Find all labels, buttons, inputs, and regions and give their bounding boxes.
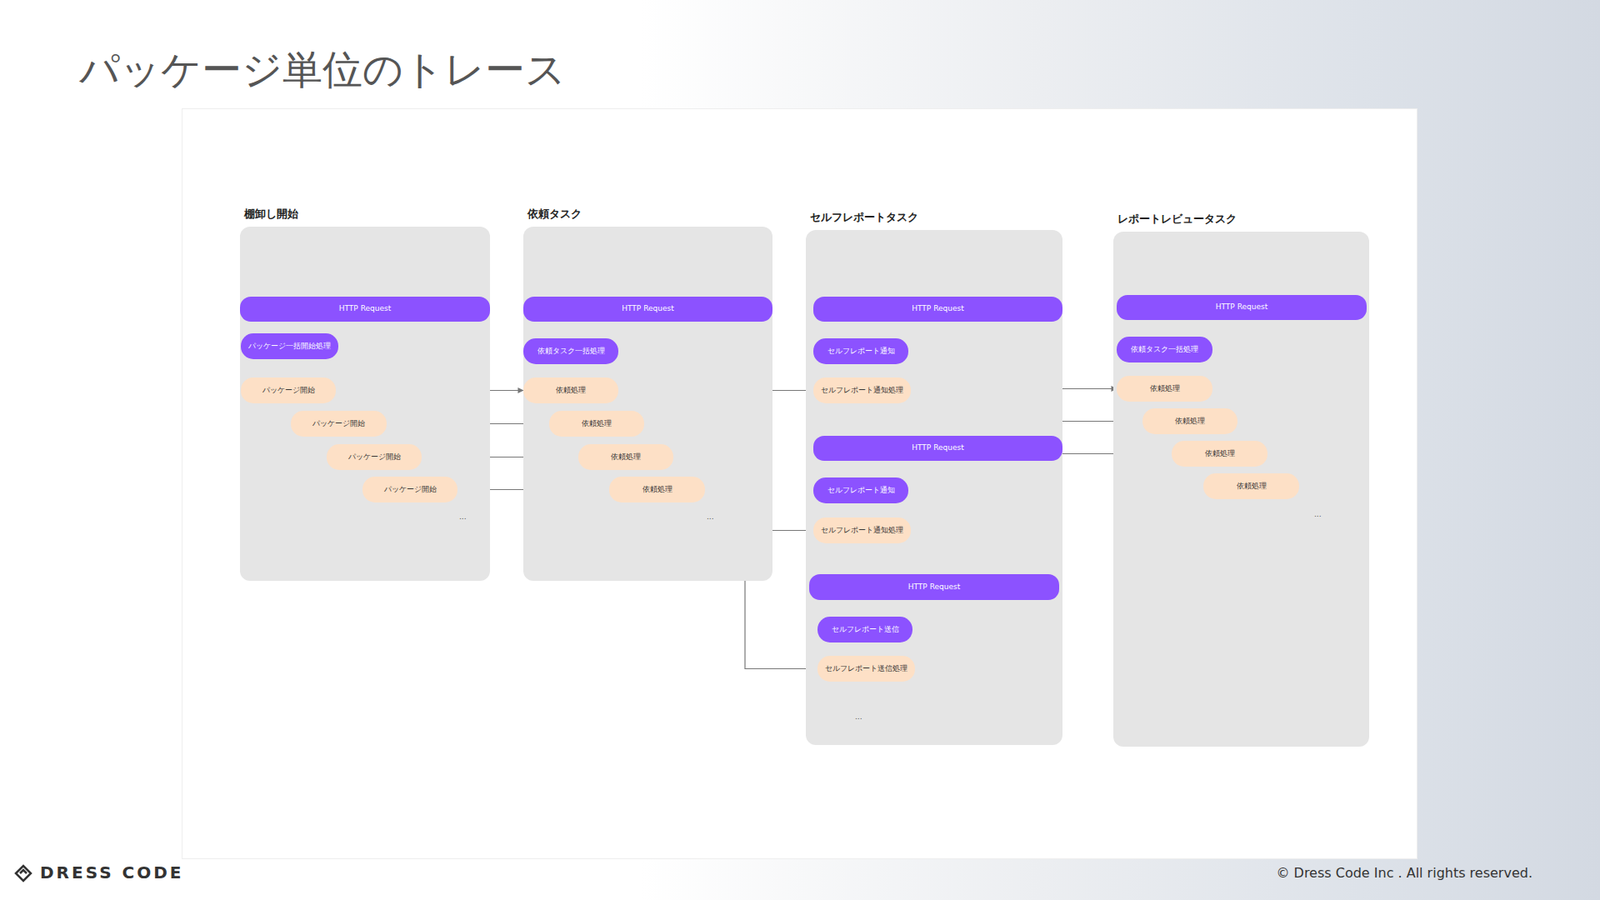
ellipsis-note: ... — [459, 512, 467, 521]
task-column: レポートレビュータスクHTTP Request依頼タスク一括処理依頼処理依頼処理… — [1113, 231, 1370, 747]
logo-icon — [15, 865, 31, 881]
process-pill: セルフレポート通知 — [813, 338, 909, 365]
node-label: セルフレポート通知処理 — [820, 526, 904, 535]
node-label: 依頼処理 — [1236, 482, 1267, 491]
node-label: 依頼処理 — [555, 386, 586, 395]
column-heading: セルフレポートタスク — [810, 210, 919, 225]
node-label: HTTP Request — [621, 305, 674, 314]
trace-pill: 依頼処理 — [1171, 440, 1268, 467]
node-label: 依頼処理 — [610, 453, 641, 462]
node-label: HTTP Request — [339, 305, 391, 314]
trace-pill: セルフレポート通知処理 — [813, 377, 911, 404]
process-pill: 依頼タスク一括処理 — [1116, 336, 1213, 363]
trace-pill: セルフレポート通知処理 — [813, 517, 911, 544]
trace-pill: パッケージ開始 — [362, 476, 458, 503]
node-label: 依頼タスク一括処理 — [537, 347, 605, 356]
copyright-note: © Dress Code Inc . All rights reserved. — [1275, 865, 1533, 881]
request-bar: HTTP Request — [813, 296, 1063, 322]
request-bar: HTTP Request — [813, 435, 1063, 461]
company-logo-text: DRESS CODE — [40, 862, 184, 883]
trace-pill: セルフレポート送信処理 — [817, 655, 915, 682]
node-label: HTTP Request — [911, 305, 964, 314]
trace-pill: 依頼処理 — [1203, 473, 1300, 500]
node-label: セルフレポート送信 — [831, 625, 900, 635]
task-column: 棚卸し開始HTTP Requestパッケージ一括開始処理パッケージ開始パッケージ… — [240, 226, 490, 581]
node-label: HTTP Request — [911, 444, 964, 453]
node-label: HTTP Request — [908, 583, 960, 592]
ellipsis-note: ... — [855, 712, 863, 721]
column-heading: 依頼タスク — [527, 206, 582, 222]
node-label: セルフレポート送信処理 — [825, 665, 908, 674]
trace-pill: 依頼処理 — [1116, 375, 1213, 402]
node-label: 依頼処理 — [1150, 385, 1180, 394]
node-label: 依頼処理 — [1205, 450, 1235, 459]
node-label: 依頼処理 — [581, 420, 612, 429]
process-pill: 依頼タスク一括処理 — [523, 338, 619, 365]
node-label: パッケージ一括開始処理 — [248, 342, 331, 351]
column-heading: レポートレビュータスク — [1117, 211, 1237, 227]
ellipsis-note: ... — [706, 512, 715, 521]
slide-title: パッケージ単位のトレース — [79, 43, 566, 97]
trace-pill: パッケージ開始 — [326, 444, 422, 470]
process-pill: セルフレポート通知 — [813, 477, 909, 504]
node-label: パッケージ開始 — [348, 453, 401, 462]
trace-pill: 依頼処理 — [549, 410, 645, 437]
process-pill: セルフレポート送信 — [817, 616, 913, 643]
node-label: セルフレポート通知処理 — [820, 386, 904, 395]
trace-pill: 依頼処理 — [523, 377, 619, 404]
request-bar: HTTP Request — [1116, 295, 1367, 320]
logo-mark — [15, 865, 31, 881]
node-label: HTTP Request — [1215, 303, 1268, 312]
process-pill: パッケージ一括開始処理 — [240, 333, 339, 360]
node-label: 依頼処理 — [1175, 417, 1205, 426]
ellipsis-note: ... — [1314, 510, 1322, 519]
request-bar: HTTP Request — [240, 296, 490, 322]
node-label: セルフレポート通知 — [827, 347, 895, 356]
task-column: セルフレポートタスクHTTP Requestセルフレポート通知セルフレポート通知… — [805, 230, 1063, 745]
trace-pill: 依頼処理 — [609, 476, 705, 503]
task-column: 依頼タスクHTTP Request依頼タスク一括処理依頼処理依頼処理依頼処理依頼… — [523, 226, 773, 581]
node-label: 依頼処理 — [642, 485, 673, 495]
node-label: 依頼タスク一括処理 — [1130, 345, 1199, 355]
node-label: パッケージ開始 — [384, 485, 437, 495]
request-bar: HTTP Request — [523, 296, 773, 322]
column-heading: 棚卸し開始 — [244, 206, 299, 222]
logo-mark — [20, 870, 27, 874]
request-bar: HTTP Request — [809, 574, 1060, 600]
node-label: パッケージ開始 — [262, 386, 315, 395]
node-label: セルフレポート通知 — [827, 486, 895, 495]
trace-pill: 依頼処理 — [578, 444, 674, 470]
trace-pill: パッケージ開始 — [290, 410, 387, 437]
node-label: パッケージ開始 — [312, 420, 365, 429]
trace-pill: パッケージ開始 — [240, 377, 336, 404]
trace-pill: 依頼処理 — [1142, 408, 1238, 435]
